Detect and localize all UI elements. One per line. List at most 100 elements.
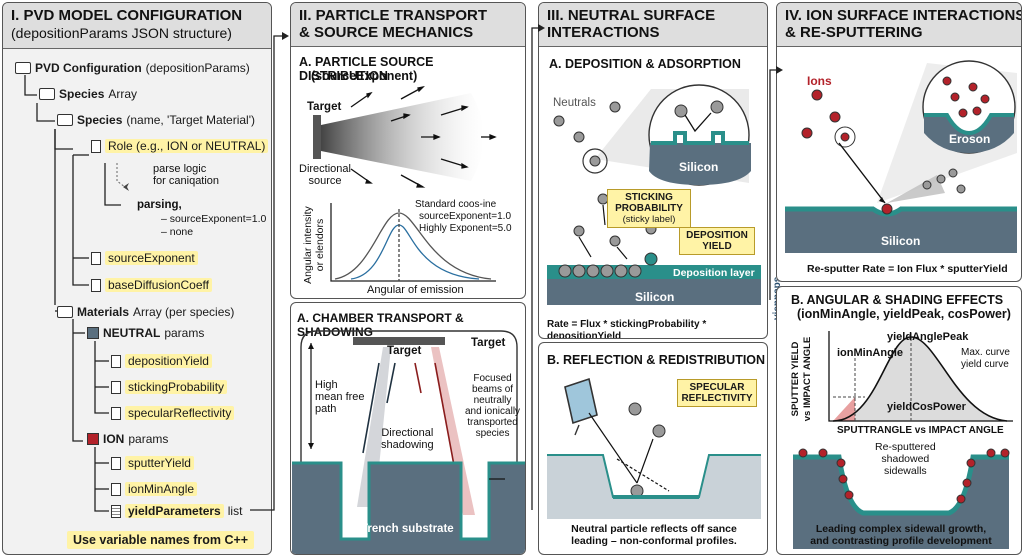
tree-node-root[interactable]: PVD Configuration (depositionParams) xyxy=(15,61,250,75)
tree-node-sticking-probability[interactable]: stickingProbability xyxy=(111,380,228,394)
parsing-option-2: – none xyxy=(161,226,194,238)
tree-node-neutral[interactable]: NEUTRAL params xyxy=(87,326,204,340)
panel-title-text: II. PARTICLE TRANSPORT & SOURCE MECHANIC… xyxy=(299,7,488,41)
ion-square-icon xyxy=(87,433,99,445)
panel-title: I. PVD MODEL CONFIGURATION (depositionPa… xyxy=(3,3,271,49)
panel-title: II. PARTICLE TRANSPORT & SOURCE MECHANIC… xyxy=(291,3,525,47)
section-b-subtitle: (ionMinAngle, yieldPeak, cosPower) xyxy=(797,307,1011,321)
folder-open-icon xyxy=(15,62,31,74)
tree-node-base-diffusion[interactable]: baseDiffusionCoeff xyxy=(91,278,212,292)
target-label: Target xyxy=(307,101,342,113)
section-b-title: B. REFLECTION & REDISTRIBUTION xyxy=(547,353,766,367)
specular-reflectivity-badge: SPECULAR REFLECTIVITY xyxy=(677,379,757,407)
panel-chamber-transport: A. CHAMBER TRANSPORT & SHADOWING Target … xyxy=(290,302,526,555)
file-icon xyxy=(111,482,121,496)
silicon-label: Silicon xyxy=(881,234,921,248)
folder-open-icon xyxy=(57,306,73,318)
resputtered-label: Re-sputtered shadowed sidewalls xyxy=(875,441,936,477)
panel-subtitle: (depositionParams JSON structure) xyxy=(11,25,232,41)
panel-title-text: III. NEUTRAL SURFACE INTERACTIONS xyxy=(547,7,716,41)
tree-node-species[interactable]: Species (name, 'Target Material') xyxy=(57,113,255,127)
reflection-caption: Neutral particle reflects off sance lead… xyxy=(571,523,737,547)
silicon-label-1: Silicon xyxy=(679,160,719,174)
tree-node-deposition-yield[interactable]: depositionYield xyxy=(111,354,212,368)
target-plate xyxy=(313,115,321,159)
section-a-title: A. PARTICLE SOURCE DISTRIBUTION xyxy=(299,55,434,83)
tree-node-source-exponent[interactable]: sourceExponent xyxy=(91,251,198,265)
deposition-rate-formula: Rate = Flux * stickingProbability * depo… xyxy=(547,319,707,339)
sputter-yield-chart xyxy=(793,331,1013,549)
focused-beams-label: Focused beams of neutrally and ionically… xyxy=(465,373,521,439)
parsing-label: parsing, xyxy=(137,199,182,211)
section-b-title: A. CHAMBER TRANSPORT & SHADOWING xyxy=(297,311,464,339)
neutrals-label: Neutrals xyxy=(553,97,596,109)
tree-node-materials[interactable]: Materials Array (per species) xyxy=(57,305,234,319)
ions-label: Ions xyxy=(807,74,832,88)
section-a-subtitle: (sourceExponent) xyxy=(311,69,418,83)
resputter-rate-formula: Re-sputter Rate = Ion Flux * sputterYiel… xyxy=(807,263,1008,275)
shadowing-label: Directional shadowing xyxy=(381,427,434,451)
file-icon xyxy=(111,456,121,470)
tree-connectors xyxy=(24,75,129,512)
panel-title: III. NEUTRAL SURFACE INTERACTIONS xyxy=(539,3,767,47)
source-distribution-diagram xyxy=(313,85,497,282)
panel-angular-effects: B. ANGULAR & SHADING EFFECTS (ionMinAngl… xyxy=(776,286,1022,555)
file-icon xyxy=(111,406,121,420)
max-curve-label: Max. curve yield curve xyxy=(961,347,1010,370)
tree-node-species-array[interactable]: Species Array xyxy=(39,87,137,101)
tree-node-role[interactable]: Role (e.g., ION or NEUTRAL) xyxy=(91,139,269,153)
file-icon xyxy=(111,380,121,394)
chamber-diagram xyxy=(292,330,525,554)
yield-angle-peak-label: yieldAnglePeak xyxy=(887,331,969,343)
panel-title-text: I. PVD MODEL CONFIGURATION xyxy=(11,7,243,24)
angular-caption: Leading complex sidewall growth, and con… xyxy=(810,523,992,547)
sticking-probability-badge: STICKING PROBABILITY (sticky label) xyxy=(607,189,691,228)
panel-title: IV. ION SURFACE INTERACTIONS & RE-SPUTTE… xyxy=(777,3,1021,47)
panel-particle-transport: II. PARTICLE TRANSPORT & SOURCE MECHANIC… xyxy=(290,2,526,299)
parse-arrow-icon xyxy=(123,183,129,191)
x-axis-label: SPUTTRANGLE vs IMPACT ANGLE xyxy=(837,425,1004,436)
parse-logic-note: parse logic for caniqation xyxy=(153,163,220,187)
eroson-label: Eroson xyxy=(949,132,991,146)
tree-node-ion[interactable]: ION params xyxy=(87,432,168,446)
tree-node-yield-parameters[interactable]: yieldParameters list xyxy=(111,504,242,518)
silicon-label-2: Silicon xyxy=(635,290,675,304)
legend-high-exponent: Highly Exponent=5.0 xyxy=(419,223,512,234)
panel-ion-surface: IV. ION SURFACE INTERACTIONS & RE-SPUTTE… xyxy=(776,2,1022,282)
list-icon xyxy=(111,504,121,518)
mean-free-path-label: High mean free path xyxy=(315,379,365,415)
deposition-diagram xyxy=(547,84,761,305)
x-axis-label: Angular of emission xyxy=(367,284,464,296)
tree-node-ion-min-angle[interactable]: ionMinAngle xyxy=(111,482,198,496)
legend-standard: Standard coos-ine xyxy=(415,199,497,210)
yield-cos-power-label: yieldCosPower xyxy=(887,401,966,413)
target-label-2: Target xyxy=(471,337,506,349)
ion-min-angle-label: ionMinAngle xyxy=(837,347,903,359)
tree-node-specular-reflectivity[interactable]: specularReflectivity xyxy=(111,406,235,420)
legend-source-exponent: sourceExponent=1.0 xyxy=(419,211,512,222)
sputtering-diagram xyxy=(785,60,1017,253)
neutral-square-icon xyxy=(87,327,99,339)
footer-note: Use variable names from C++ xyxy=(67,531,255,549)
file-icon xyxy=(111,354,121,368)
file-icon xyxy=(91,139,101,153)
panel-pvd-config: I. PVD MODEL CONFIGURATION (depositionPa… xyxy=(2,2,272,555)
deposition-layer-label: Deposition layer xyxy=(673,267,755,279)
panel-reflection: B. REFLECTION & REDISTRIBUTION SPECULAR … xyxy=(538,342,768,555)
panel-title-text: IV. ION SURFACE INTERACTIONS & RE-SPUTTE… xyxy=(785,7,1022,41)
parsing-option-1: – sourceExponent=1.0 xyxy=(161,213,267,225)
tree-node-sputter-yield[interactable]: sputterYield xyxy=(111,456,194,470)
section-a-title: A. DEPOSITION & ADSORPTION xyxy=(549,57,741,71)
reflection-diagram xyxy=(547,377,761,519)
trench-substrate-label: Trench substrate xyxy=(361,523,454,535)
deposition-yield-badge: DEPOSITION YIELD xyxy=(679,227,755,255)
panel-neutral-surface: III. NEUTRAL SURFACE INTERACTIONS A. DEP… xyxy=(538,2,768,339)
directional-source-label: Directional source xyxy=(299,163,351,187)
folder-icon xyxy=(39,88,55,100)
target-label-1: Target xyxy=(387,345,422,357)
file-icon xyxy=(91,251,101,265)
folder-open-icon xyxy=(57,114,73,126)
file-icon xyxy=(91,278,101,292)
section-b-title: B. ANGULAR & SHADING EFFECTS xyxy=(791,293,1004,307)
